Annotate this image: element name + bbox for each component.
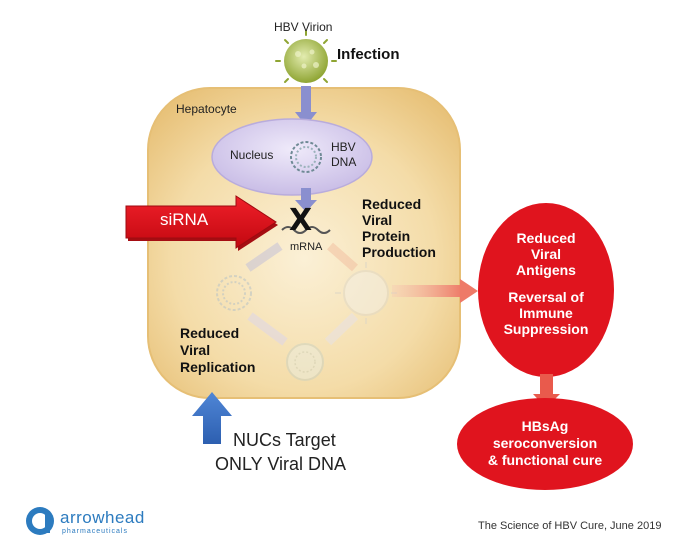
faded-dna-icon [216, 275, 252, 311]
immune-text: Reversal of Immune Suppression [503, 289, 589, 337]
antigens-text: Reduced Viral Antigens [516, 230, 576, 278]
outcome-ellipse-antigens [478, 203, 614, 377]
virion-label: HBV Virion [274, 20, 333, 34]
to-outcomes-arrow [392, 285, 462, 297]
cure-text: HBsAg seroconversion & functional cure [487, 418, 603, 468]
mrna-wave [281, 226, 331, 234]
faded-virion-icon [286, 343, 324, 381]
infection-label: Infection [337, 46, 400, 63]
sirna-label: siRNA [160, 210, 209, 229]
hepatocyte-label: Hepatocyte [176, 102, 237, 116]
sirna-arrow [125, 195, 278, 251]
faded-pathway-arrows [245, 242, 359, 346]
infection-arrow [301, 86, 311, 114]
protein-label: Reduced Viral Protein Production [362, 196, 436, 260]
logo-sub: pharmaceuticals [62, 528, 128, 535]
source-note: The Science of HBV Cure, June 2019 [478, 520, 662, 532]
hbv-dna-label-1: HBV [331, 140, 356, 154]
transcription-arrow [301, 188, 311, 202]
nucs-label: NUCs Target ONLY Viral DNA [215, 430, 347, 474]
outcome-ellipse-cure [457, 398, 633, 490]
hbv-dna-label-2: DNA [331, 155, 357, 169]
logo-name: arrowhead [60, 508, 145, 527]
block-mark: X [289, 203, 313, 238]
arrowhead-logo-icon [26, 507, 54, 535]
replication-label: Reduced Viral Replication [180, 325, 256, 375]
nucleus-label: Nucleus [230, 148, 274, 162]
hbv-virion-icon [275, 30, 337, 92]
outcome-arrow [540, 374, 553, 396]
hbv-dna-icon [290, 141, 322, 173]
mrna-label: mRNA [290, 241, 323, 253]
nucs-arrow [192, 392, 232, 444]
